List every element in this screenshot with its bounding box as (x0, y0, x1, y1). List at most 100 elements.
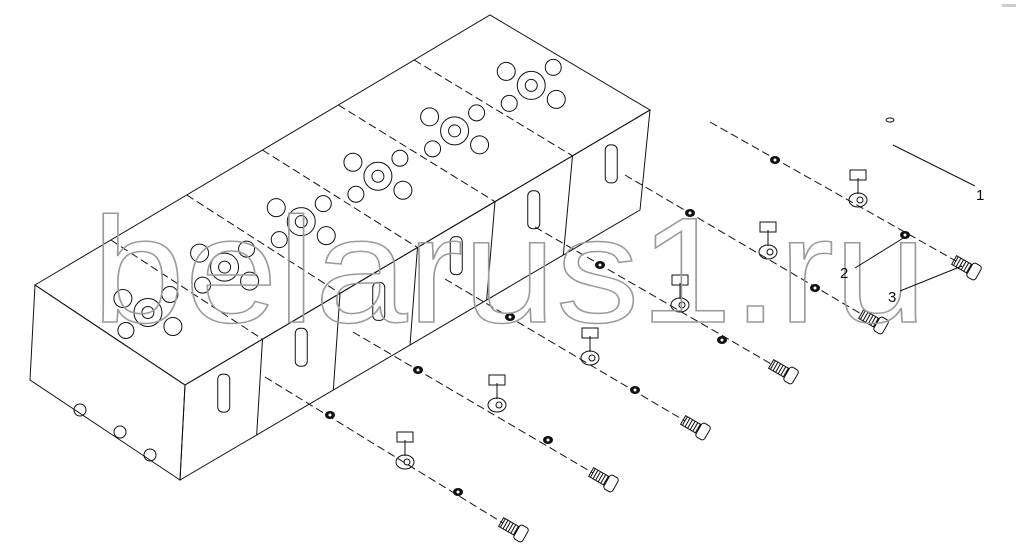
thread-line (499, 518, 506, 528)
thread-line (782, 367, 789, 378)
head-divider (486, 201, 496, 301)
side-window (217, 373, 231, 413)
valve-port (286, 207, 316, 237)
thread-line (859, 310, 866, 320)
head-divider (262, 149, 418, 248)
valve-port (546, 89, 566, 109)
thread-line (597, 472, 604, 483)
side-window (449, 236, 463, 276)
heads-end-face (29, 284, 186, 481)
banjo-fitting (670, 297, 690, 313)
banjo-bolt (497, 516, 529, 543)
banjo-fitting (395, 454, 415, 470)
banjo-bolt (679, 414, 711, 441)
side-window (294, 327, 308, 367)
end-port (73, 403, 87, 417)
injector-bore (524, 78, 538, 92)
banjo-bore (856, 196, 864, 204)
banjo-bore (495, 401, 503, 409)
assembly-axis (444, 278, 686, 422)
head-divider (338, 104, 496, 203)
washer-hole (688, 211, 692, 215)
valve-port (194, 276, 212, 294)
banjo-bolt (950, 254, 982, 281)
thread-line (769, 360, 776, 370)
banjo-bolt (857, 308, 889, 335)
thread-line (694, 423, 701, 434)
valve-port (500, 94, 518, 112)
thread-line (777, 364, 784, 375)
thread-line (780, 366, 787, 376)
washer-hole (456, 490, 460, 494)
end-port (143, 448, 157, 462)
head-divider (256, 339, 263, 436)
thread-line (689, 420, 696, 431)
head-divider (186, 194, 341, 294)
thread-line (965, 263, 972, 274)
thread-line (955, 257, 962, 268)
callout-1: 1 (976, 187, 984, 204)
thread-line (589, 468, 596, 478)
assembly-axis (534, 226, 774, 366)
thread-line (681, 416, 688, 426)
thread-line (772, 361, 779, 372)
side-window (372, 281, 386, 321)
bolt-head (966, 262, 982, 281)
valve-port (347, 185, 365, 203)
valve-port (133, 298, 163, 327)
washer-hole (903, 233, 907, 237)
corner-mark (1002, 4, 1016, 7)
banjo-bore (678, 301, 686, 309)
callout-3: 3 (888, 289, 896, 306)
head-divider (110, 239, 263, 340)
thread-line (692, 422, 699, 432)
valve-port (238, 240, 256, 258)
banjo-bore (766, 248, 774, 256)
valve-port (544, 58, 562, 76)
head-divider (332, 293, 341, 391)
injector-bore (141, 306, 155, 319)
tube-end (885, 117, 895, 123)
banjo-bore (588, 354, 596, 362)
valve-port (424, 140, 442, 158)
thread-line (867, 314, 874, 325)
thread-line (510, 524, 517, 534)
thread-line (505, 521, 512, 531)
side-window (604, 144, 618, 184)
fuel-tube-assembly (395, 117, 895, 471)
valve-port (393, 180, 413, 200)
tee-fitting (671, 274, 689, 286)
thread-line (870, 316, 877, 326)
valve-port (391, 149, 409, 167)
washer-hole (773, 158, 777, 162)
valve-port (314, 195, 332, 213)
valve-port (161, 286, 179, 303)
valve-port (470, 135, 490, 155)
valve-port (210, 252, 240, 282)
thread-line (507, 522, 514, 533)
washer-hole (546, 438, 550, 442)
assembly-axis (709, 121, 957, 262)
banjo-bolt (587, 466, 619, 493)
thread-line (600, 474, 607, 484)
tee-fitting (488, 374, 506, 386)
washer-hole (508, 315, 512, 319)
tee-fitting (849, 169, 867, 181)
banjo-fitting (487, 397, 507, 413)
valve-port (363, 161, 393, 191)
valve-port (163, 317, 183, 336)
bolt-head (695, 422, 711, 441)
end-port (113, 425, 127, 439)
thread-line (872, 317, 879, 328)
thread-line (960, 260, 967, 271)
valve-port (440, 116, 470, 146)
leader-lines (854, 144, 976, 292)
banjo-fitting (758, 244, 778, 260)
bolt-head (513, 524, 529, 543)
bolt-head (603, 474, 619, 493)
watermark: belarus1.ru (92, 186, 927, 354)
injector-bore (218, 260, 232, 274)
injector-bore (371, 169, 385, 183)
valve-port (270, 231, 288, 249)
